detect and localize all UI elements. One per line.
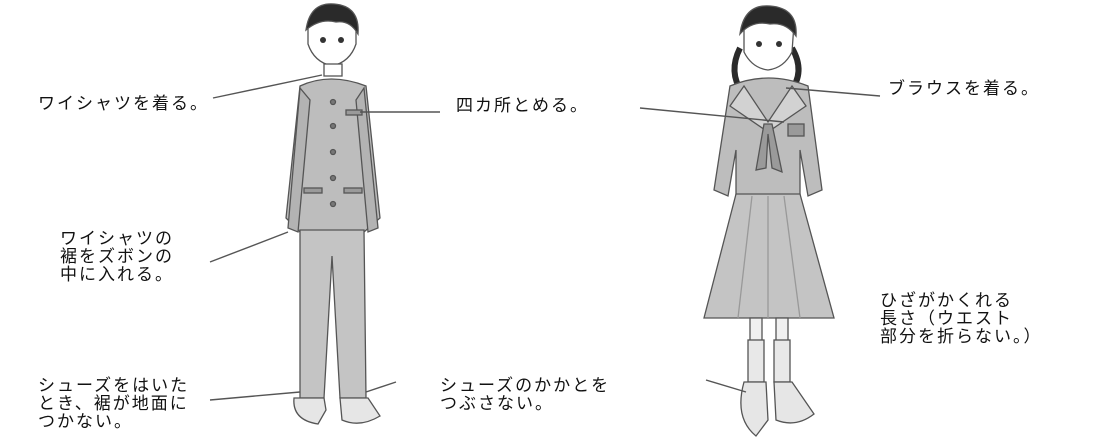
leader-lines [209,74,881,401]
label-boy-tuck: ワイシャツの 裾をズボンの 中に入れる。 [60,229,174,285]
leader-boy-tuck [209,231,289,263]
leader-girl-blouse [785,87,881,97]
label-girl-blouse: ブラウスを着る。 [888,79,1040,99]
leader-boy-shirt [212,74,323,99]
boy-figure [285,3,381,425]
label-boy-hem: シューズをはいた とき、裾が地面に つかない。 [38,376,190,432]
leader-boy-hem [209,391,301,401]
leader-girl-shoes [705,379,747,393]
label-boy-shirt: ワイシャツを着る。 [38,94,209,114]
leader-boy-hem-2 [365,381,397,393]
girl-figure [703,5,835,437]
label-girl-skirt: ひざがかくれる 長さ（ウエスト 部分を折らない。） [880,291,1043,347]
label-girl-shoes: シューズのかかとを つぶさない。 [440,376,611,414]
leader-girl-scarf [639,107,785,123]
label-boy-buttons: 四カ所とめる。 [456,96,589,116]
